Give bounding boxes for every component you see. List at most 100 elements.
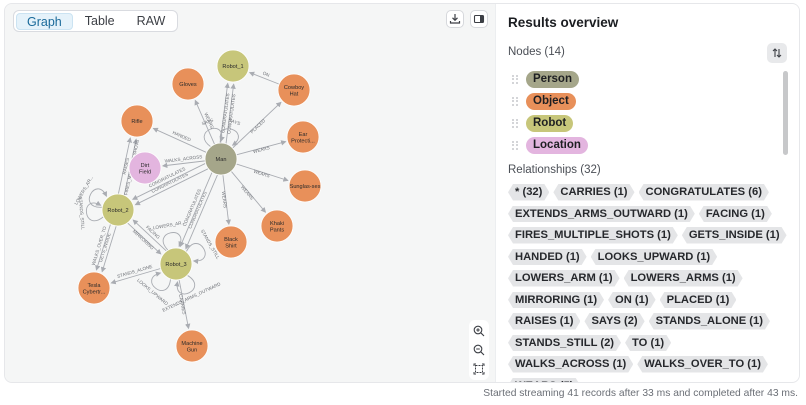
node-caption: Man <box>216 157 227 163</box>
relationship-edge[interactable] <box>179 172 213 248</box>
relationship-edge[interactable] <box>178 279 191 330</box>
relationship-type-pill[interactable]: * (32) <box>508 184 549 201</box>
zoom-out-icon[interactable] <box>473 344 485 356</box>
tab-table[interactable]: Table <box>84 13 115 28</box>
node-label-row[interactable]: Object <box>512 93 576 110</box>
node-label-row[interactable]: Robot <box>512 115 574 132</box>
self-loop-edge[interactable] <box>151 271 171 291</box>
relationship-type-pill[interactable]: FACING (1) <box>699 206 772 223</box>
relationship-type-pill[interactable]: PLACED (1) <box>660 292 737 309</box>
relationship-edge[interactable] <box>185 174 218 250</box>
relationship-type-pill[interactable]: HANDED (1) <box>508 249 587 266</box>
zoom-in-icon[interactable] <box>473 325 485 337</box>
node-caption: Field <box>139 169 151 175</box>
node-label-pill-person[interactable]: Person <box>526 71 579 88</box>
tab-graph[interactable]: Graph <box>16 12 73 30</box>
drag-handle-icon[interactable] <box>512 97 518 106</box>
graph-node-robot3[interactable]: Robot_3 <box>159 247 193 281</box>
node-label-row[interactable]: Location <box>512 137 588 154</box>
relationship-type-pill[interactable]: LOOKS_UPWARD (1) <box>591 249 718 266</box>
download-button[interactable] <box>446 10 464 28</box>
self-loop-edge[interactable] <box>203 127 225 148</box>
relationship-type-pill[interactable]: SAYS (2) <box>584 313 644 330</box>
relationship-edge[interactable] <box>236 163 289 182</box>
relationship-type-pill[interactable]: TO (1) <box>625 335 671 352</box>
node-labels-scrollbar[interactable] <box>783 71 788 155</box>
relationship-edge[interactable] <box>222 174 231 226</box>
relationship-type-pill[interactable]: CONGRATULATES (6) <box>639 184 769 201</box>
relationship-type-pill[interactable]: GETS_INSIDE (1) <box>682 227 787 244</box>
relationship-type-pill[interactable]: WALKS_OVER_TO (1) <box>637 356 768 373</box>
graph-node-man[interactable]: Man <box>204 142 238 176</box>
graph-node-gloves[interactable]: Gloves <box>171 67 205 101</box>
relationship-edge[interactable] <box>161 160 206 169</box>
relationship-edge[interactable] <box>95 224 111 271</box>
tab-raw[interactable]: RAW <box>136 13 166 28</box>
node-label-pill-object[interactable]: Object <box>526 93 576 110</box>
edge-label: WEARS <box>240 185 255 201</box>
relationship-edge[interactable] <box>117 137 133 194</box>
relationship-type-pill[interactable]: LOWERS_ARM (1) <box>508 270 620 287</box>
relationship-edge[interactable] <box>225 83 236 144</box>
panel-title: Results overview <box>508 15 619 30</box>
node-caption: Ear <box>299 132 308 138</box>
sort-button[interactable] <box>767 43 787 63</box>
relationship-type-pill[interactable]: MIRRORING (1) <box>508 292 604 309</box>
relationship-edge[interactable] <box>230 170 267 213</box>
drag-handle-icon[interactable] <box>512 141 518 150</box>
node-caption: Cowboy <box>284 85 304 91</box>
relationship-edge[interactable] <box>236 140 287 156</box>
relationship-type-pill[interactable]: LOWERS_ARMS (1) <box>624 270 743 287</box>
self-loop-edge[interactable] <box>86 200 104 222</box>
graph-node-earprot[interactable]: EarProtecti... <box>286 120 320 154</box>
self-loop-edge[interactable] <box>219 128 239 146</box>
self-loop-edge[interactable] <box>185 243 206 264</box>
edge-label: WEARS <box>203 112 214 129</box>
node-label-pill-location[interactable]: Location <box>526 137 588 154</box>
graph-node-robot1[interactable]: Robot_1 <box>216 49 250 83</box>
relationship-edge[interactable] <box>127 222 162 255</box>
relationship-type-pill[interactable]: RAISES (1) <box>508 313 580 330</box>
self-loop-edge[interactable] <box>162 232 184 251</box>
toggle-panel-button[interactable] <box>470 10 488 28</box>
self-loop-edge[interactable] <box>88 188 107 208</box>
fit-to-screen-icon[interactable] <box>473 363 485 375</box>
relationship-edge[interactable] <box>232 101 282 149</box>
relationship-type-pill[interactable]: CARRIES (1) <box>553 184 634 201</box>
node-label-row[interactable]: Person <box>512 71 579 88</box>
graph-node-teslacyber[interactable]: TeslaCybertr... <box>77 271 111 305</box>
relationship-type-pill[interactable]: WALKS_ACROSS (1) <box>508 356 633 373</box>
relationship-edge[interactable] <box>152 127 207 153</box>
relationship-type-pill[interactable]: FIRES_MULTIPLE_SHOTS (1) <box>508 227 678 244</box>
edge-label: WEARS <box>253 169 271 179</box>
relationship-edge[interactable] <box>100 226 117 273</box>
relationship-type-pill[interactable]: STANDS_ALONE (1) <box>649 313 770 330</box>
relationship-edge[interactable] <box>132 219 167 252</box>
relationship-edge[interactable] <box>248 71 280 85</box>
relationship-edge[interactable] <box>194 99 215 145</box>
relationship-edge[interactable] <box>134 168 209 206</box>
relationship-type-pill[interactable]: EXTENDS_ARMS_OUTWARD (1) <box>508 206 695 223</box>
graph-node-robot2[interactable]: Robot_2 <box>101 193 135 227</box>
relationship-type-pill[interactable]: ON (1) <box>608 292 656 309</box>
relationship-type-pill[interactable]: STANDS_STILL (2) <box>508 335 621 352</box>
drag-handle-icon[interactable] <box>512 119 518 128</box>
relationship-edge[interactable] <box>110 268 161 285</box>
relationship-type-pill[interactable]: WEARS (5) <box>508 378 580 384</box>
node-label-pill-robot[interactable]: Robot <box>526 115 574 132</box>
self-loop-edge[interactable] <box>174 274 195 295</box>
drag-handle-icon[interactable] <box>512 75 518 84</box>
graph-node-rifle[interactable]: Rifle <box>120 104 154 138</box>
relationship-edge[interactable] <box>131 163 206 200</box>
graph-node-sunglasses[interactable]: Sunglas-ses <box>288 169 322 203</box>
edge-label: WEARS <box>253 145 271 154</box>
